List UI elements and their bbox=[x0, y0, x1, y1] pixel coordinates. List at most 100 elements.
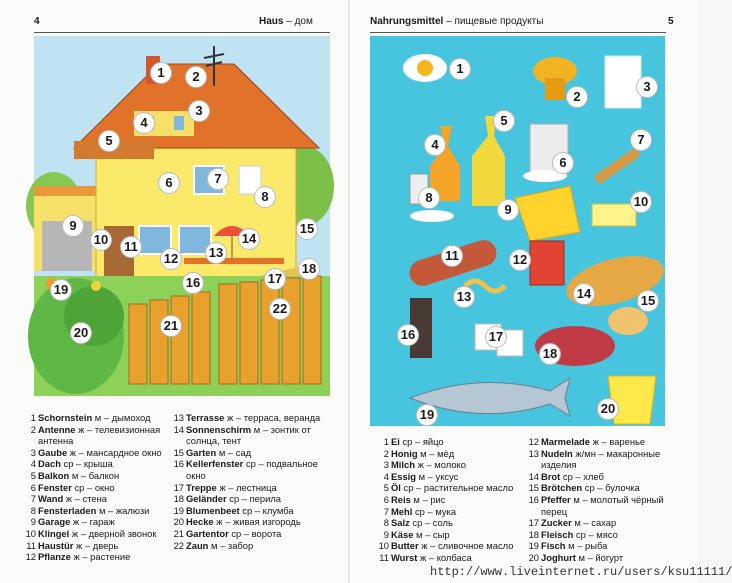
vocab-translation: перила bbox=[249, 493, 282, 505]
vocab-word: Fensterladen bbox=[38, 504, 97, 516]
vocab-number: 1 bbox=[383, 436, 389, 447]
vocab-gender: м bbox=[218, 446, 226, 458]
vocab-word: Treppe bbox=[186, 481, 217, 493]
vocab-gender: ж bbox=[78, 423, 85, 435]
vocab-word: Brot bbox=[541, 470, 561, 482]
vocab-translation: сад bbox=[235, 446, 252, 458]
food-label-18: 18 bbox=[539, 343, 561, 365]
vocab-gender: ж bbox=[420, 551, 427, 563]
vocab-word: Antenne bbox=[38, 423, 76, 435]
vocab-number: 1 bbox=[30, 412, 36, 423]
vocab-word: Zaun bbox=[186, 539, 209, 551]
vocab-translation: крыша bbox=[83, 458, 113, 470]
vocab-translation: стена bbox=[82, 493, 107, 505]
food-label-4: 4 bbox=[424, 134, 446, 156]
vocab-gender: ср bbox=[402, 436, 413, 447]
vocab-word: Marmelade bbox=[541, 436, 590, 447]
food-label-2: 2 bbox=[566, 86, 588, 108]
house-label-18: 18 bbox=[298, 258, 320, 280]
vocab-translation: молотый чёрный bbox=[590, 493, 664, 505]
house-label-19: 19 bbox=[50, 279, 72, 301]
vocab-translation: булочка bbox=[605, 482, 640, 494]
vocab-gender: м bbox=[211, 539, 218, 551]
vocab-word: Gaube bbox=[38, 446, 68, 458]
vocab-word: Schornstein bbox=[38, 412, 93, 423]
house-label-22: 22 bbox=[269, 298, 291, 320]
right-header-rule bbox=[370, 32, 666, 33]
vocab-gender: м bbox=[574, 517, 581, 529]
vocab-number: 15 bbox=[173, 446, 184, 458]
vocab-word: Pflanze bbox=[38, 551, 71, 563]
vocab-number: 17 bbox=[173, 481, 184, 493]
vocab-number: 19 bbox=[173, 504, 184, 516]
vocab-word: Geländer bbox=[186, 493, 227, 505]
vocab-word: Salz bbox=[391, 517, 410, 529]
vocab-number: 13 bbox=[173, 412, 184, 423]
vocab-gender: ж bbox=[65, 493, 73, 505]
vocab-word: Zucker bbox=[541, 517, 572, 529]
vocab-number: 7 bbox=[30, 493, 36, 505]
vocab-gender: м bbox=[94, 412, 102, 423]
vocab-gender: ср bbox=[562, 470, 573, 482]
vocab-word: Sonnenschirm bbox=[186, 423, 252, 435]
vocab-translation: сыр bbox=[432, 528, 450, 540]
food-scene bbox=[403, 54, 664, 425]
vocab-translation: дверной звонок bbox=[88, 527, 157, 539]
vocab-number: 6 bbox=[383, 493, 389, 505]
vocab-gender: м bbox=[416, 528, 423, 540]
vocab-word: Haustür bbox=[38, 539, 74, 551]
vocab-translation: уксус bbox=[435, 470, 459, 482]
right-page-number: 5 bbox=[668, 16, 674, 27]
vocab-number: 11 bbox=[26, 539, 36, 551]
vocab-number: 5 bbox=[30, 469, 36, 481]
vocab-number: 5 bbox=[383, 482, 389, 494]
vocab-gender: ср bbox=[74, 481, 85, 493]
house-label-8: 8 bbox=[254, 186, 276, 208]
vocab-translation: йогурт bbox=[595, 551, 624, 563]
vocab-number: 2 bbox=[30, 423, 36, 435]
vocab-translation: ворота bbox=[251, 527, 282, 539]
house-label-7: 7 bbox=[207, 168, 229, 190]
vocab-gender: м bbox=[98, 504, 106, 516]
vocab-number: 21 bbox=[173, 527, 184, 539]
vocab-number: 8 bbox=[30, 504, 36, 516]
house-label-15: 15 bbox=[296, 218, 318, 240]
vocab-number: 10 bbox=[25, 527, 36, 539]
vocab-gender: ж bbox=[73, 551, 80, 563]
vocab-gender: ср bbox=[242, 504, 253, 516]
vocab-gender: ж bbox=[72, 516, 80, 528]
vocab-number: 9 bbox=[30, 516, 36, 528]
vocab-word: Käse bbox=[391, 528, 414, 540]
house-label-3: 3 bbox=[188, 100, 210, 122]
vocab-word: Fleisch bbox=[541, 528, 574, 540]
vocab-word: Wand bbox=[38, 493, 64, 505]
vocab-word: Fenster bbox=[38, 481, 72, 493]
food-label-13: 13 bbox=[453, 286, 475, 308]
vocab-translation: подвальное bbox=[266, 458, 318, 470]
vocab-number: 22 bbox=[173, 539, 184, 551]
right-page-title: Nahrungsmittel – пищевые продукты bbox=[370, 16, 543, 27]
vocab-gender: ж bbox=[421, 540, 428, 552]
vocab-translation: растительное масло bbox=[423, 482, 514, 494]
vocab-number: 8 bbox=[383, 517, 389, 529]
food-label-17: 17 bbox=[485, 326, 507, 348]
food-label-8: 8 bbox=[418, 187, 440, 209]
vocab-gender: ж bbox=[216, 516, 223, 528]
vocab-gender: ж/мн bbox=[575, 447, 596, 459]
vocab-number: 20 bbox=[173, 516, 184, 528]
